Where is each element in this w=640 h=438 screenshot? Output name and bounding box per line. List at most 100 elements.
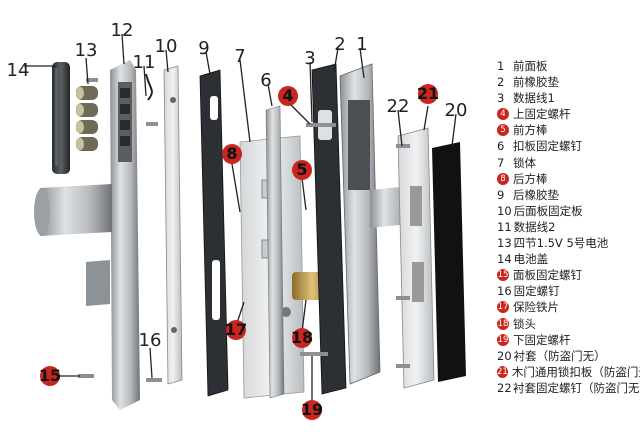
legend-number: 16 [497, 284, 512, 299]
callout-21: 21 [417, 84, 439, 104]
legend-number: 1 [497, 59, 505, 73]
callout-badge-18 [292, 328, 312, 348]
legend-text: 数据线2 [513, 219, 556, 234]
legend-number-badge: 18 [497, 317, 509, 330]
legend-text: 衬套（防盗门无） [513, 348, 606, 363]
callout-number: 18 [291, 328, 313, 347]
legend-text: 保险铁片 [513, 300, 559, 315]
callout-badge-8 [222, 144, 242, 164]
callout-11: 11 [133, 52, 156, 73]
legend-text: 电池盖 [513, 252, 549, 267]
callout-17: 17 [225, 320, 247, 340]
callout-number: 13 [75, 40, 98, 61]
legend-number: 6 [497, 139, 505, 154]
callout-number: 7 [234, 46, 245, 67]
callout-number: 4 [282, 86, 293, 105]
legend-number: 2 [497, 75, 505, 90]
callout-number: 2 [334, 34, 345, 55]
callout-20: 20 [445, 100, 468, 121]
legend-number-badge: 15 [497, 269, 509, 282]
callout-badge-21 [418, 84, 438, 104]
legend-number: 20 [497, 348, 512, 363]
callout-badge-5 [292, 160, 312, 180]
legend-number: 7 [497, 155, 505, 170]
callout-number: 1 [356, 34, 367, 55]
rear-gasket-part [199, 69, 229, 397]
legend-text: 后橡胶垫 [513, 187, 559, 202]
legend-text: 扣板固定螺钉 [513, 139, 582, 154]
legend-text: 后方棒 [513, 171, 548, 186]
legend-item: 3 数据线1 [497, 90, 640, 106]
legend-text: 前方棒 [513, 123, 548, 138]
screws-part [78, 78, 410, 382]
legend-text: 前橡胶垫 [513, 75, 559, 90]
legend-item: 4 上固定螺杆 [497, 106, 640, 122]
legend-text: 面板固定螺钉 [513, 268, 582, 283]
legend-item: 9 后橡胶垫 [497, 187, 640, 203]
bushing-part [432, 142, 466, 382]
legend-text: 固定螺钉 [513, 284, 560, 299]
batteries-part [76, 86, 98, 151]
battery-cover-part [52, 62, 70, 174]
callout-10: 10 [155, 36, 178, 57]
callout-number: 6 [260, 70, 271, 91]
legend-number-badge: 5 [497, 124, 509, 137]
front-panel-part [339, 63, 410, 385]
legend-text: 衬套固定螺钉（防盗门无） [513, 380, 640, 395]
legend-number: 11 [497, 219, 512, 234]
callout-number: 22 [387, 96, 410, 117]
callout-badge-4 [278, 86, 298, 106]
legend-number: 3 [497, 91, 505, 106]
callout-15: 15 [39, 366, 61, 386]
legend-number-badge: 4 [497, 108, 509, 121]
callout-1: 1 [356, 34, 367, 55]
callout-number: 19 [301, 400, 323, 419]
legend-item: 6 扣板固定螺钉 [497, 138, 640, 154]
callout-22: 22 [387, 96, 410, 117]
callout-4: 4 [278, 86, 298, 106]
legend-number: 10 [497, 203, 512, 218]
callout-14: 14 [7, 60, 30, 81]
legend-number: 9 [497, 187, 505, 202]
callout-number: 15 [39, 366, 61, 385]
callout-12: 12 [111, 20, 134, 41]
callout-9: 9 [198, 38, 209, 59]
rear-panel-part [34, 60, 140, 410]
lock-body-part [239, 105, 305, 399]
callout-19: 19 [301, 400, 323, 420]
data-cable-2-part [145, 73, 153, 101]
callout-number: 11 [133, 52, 156, 73]
callout-number: 8 [226, 144, 237, 163]
legend-number-badge: 8 [497, 172, 509, 185]
legend-number-badge: 17 [497, 301, 509, 314]
legend-item: 19 下固定螺杆 [497, 332, 640, 348]
legend-number: 14 [497, 252, 512, 267]
callout-number: 12 [111, 20, 134, 41]
legend-item: 17 保险铁片 [497, 299, 640, 315]
callout-13: 13 [75, 40, 98, 61]
callout-badge-15 [40, 366, 60, 386]
legend-number-badge: 19 [497, 333, 509, 346]
callout-number: 5 [296, 160, 307, 179]
callout-16: 16 [139, 330, 162, 351]
legend-text: 上固定螺杆 [513, 107, 571, 122]
legend-text: 下固定螺杆 [513, 332, 571, 347]
legend-text: 数据线1 [513, 91, 555, 106]
callout-number: 17 [225, 320, 247, 339]
legend-number-badge: 21 [497, 365, 508, 378]
legend-text: 木门通用锁扣板（防盗门无） [511, 364, 640, 379]
legend-text: 后面板固定板 [513, 203, 583, 218]
